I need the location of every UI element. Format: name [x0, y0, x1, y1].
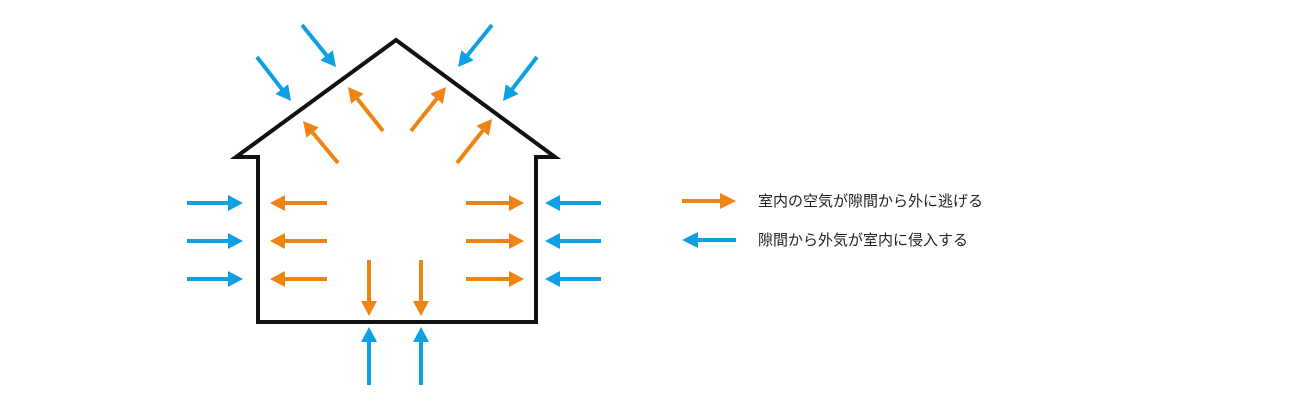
inflow-arrow [361, 327, 377, 385]
inflow-arrow [545, 195, 601, 211]
legend-inflow: 隙間から外気が室内に侵入する [680, 228, 968, 252]
inflow-arrow [187, 195, 243, 211]
outflow-arrow [466, 271, 524, 287]
inflow-arrow [187, 271, 243, 287]
inflow-arrow [545, 271, 601, 287]
inflow-arrow [545, 233, 601, 249]
outflow-arrow [413, 260, 429, 316]
orange-arrow-right-icon [682, 193, 736, 209]
inflow-arrow [255, 55, 291, 101]
outflow-arrow [455, 119, 492, 165]
inflow-arrow [503, 55, 539, 101]
outflow-arrow [303, 121, 340, 165]
blue-arrow-left-icon [682, 232, 736, 248]
legend-outflow-label: 室内の空気が隙間から外に逃げる [758, 192, 984, 210]
inflow-arrow [187, 233, 243, 249]
outflow-arrow [270, 271, 327, 287]
outflow-arrow [270, 195, 327, 211]
legend-outflow: 室内の空気が隙間から外に逃げる [680, 189, 983, 213]
inflow-arrow [300, 23, 336, 67]
outflow-arrow [270, 233, 327, 249]
legend-inflow-label: 隙間から外気が室内に侵入する [758, 231, 969, 249]
outflow-arrow [348, 87, 385, 133]
outflow-arrows [270, 87, 524, 316]
outflow-arrow [466, 195, 524, 211]
inflow-arrows [187, 23, 601, 385]
inflow-arrow [413, 327, 429, 385]
outflow-arrow [361, 260, 377, 316]
outflow-arrow [409, 87, 446, 133]
inflow-arrow [458, 23, 494, 67]
outflow-arrow [466, 233, 524, 249]
house-outline [229, 37, 562, 324]
